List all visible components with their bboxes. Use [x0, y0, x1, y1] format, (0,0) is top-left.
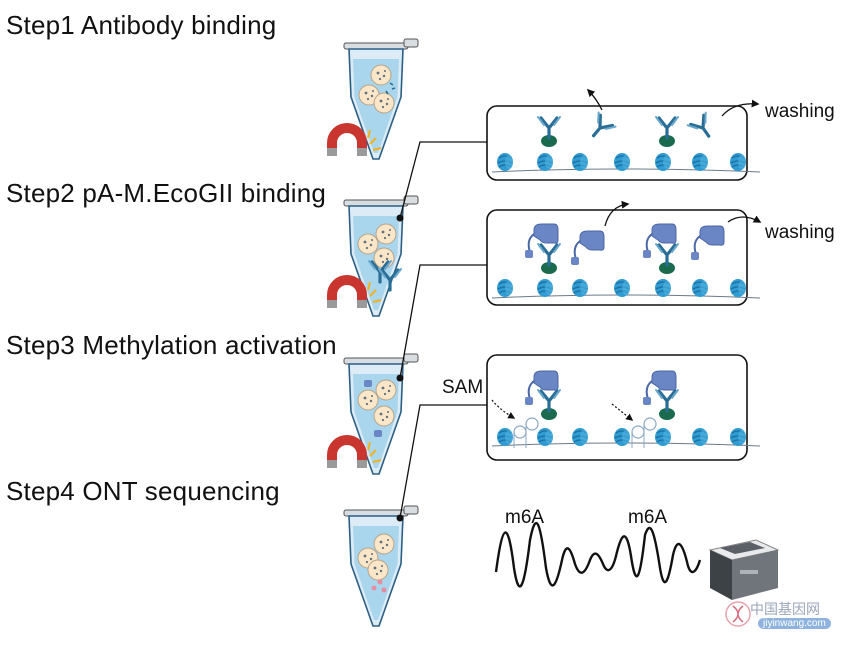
step3-title: Step3 Methylation activation — [6, 330, 337, 360]
tube-step2 — [343, 195, 419, 317]
step2-title: Step2 pA-M.EcoGII binding — [6, 178, 327, 208]
panel-step1 — [486, 88, 761, 181]
tube-step3 — [343, 353, 419, 475]
tube-step1 — [343, 38, 419, 160]
nanopore-signal-trace — [494, 521, 702, 588]
watermark-url: jiyinwang.com — [758, 618, 831, 629]
panel-step3 — [486, 354, 761, 461]
sam-label: SAM — [442, 377, 484, 398]
watermark-name: 中国基因网 — [750, 601, 820, 617]
step4-title: Step4 ONT sequencing — [6, 476, 280, 506]
tube-step4 — [343, 505, 419, 627]
panel-step2 — [486, 200, 762, 306]
sequencer-device — [708, 539, 780, 600]
watermark-logo — [725, 601, 751, 627]
washing-label-1: washing — [765, 101, 835, 122]
washing-label-2: washing — [765, 222, 835, 243]
step1-title: Step1 Antibody binding — [6, 10, 277, 40]
m6a-label-2: m6A — [628, 507, 668, 528]
